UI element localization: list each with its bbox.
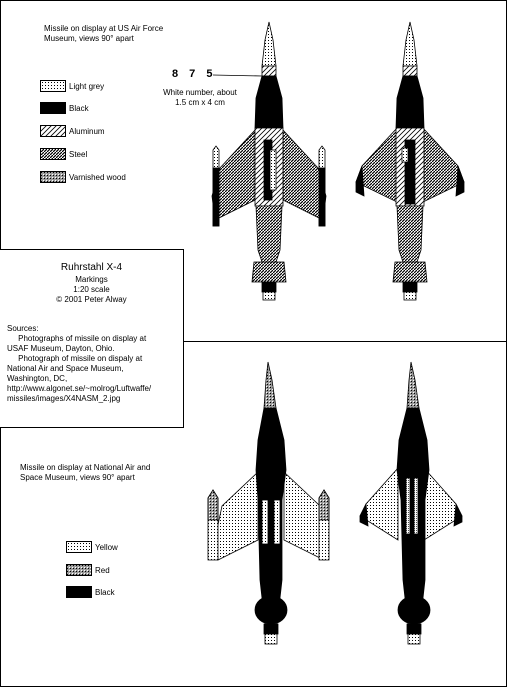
info-box: Ruhrstahl X-4 Markings 1:20 scale © 2001… (0, 249, 184, 428)
info-copyright: © 2001 Peter Alway (56, 295, 127, 304)
legend-label: Aluminum (69, 126, 105, 136)
aluminum-swatch (40, 125, 66, 137)
black-swatch (40, 102, 66, 114)
legend-item-red: Red (66, 564, 110, 576)
sources-heading: Sources: (7, 324, 39, 333)
legend-item-steel: Steel (40, 148, 87, 160)
legend-label: Yellow (95, 542, 118, 552)
black-swatch-bottom (66, 586, 92, 598)
sources-usaf: Photographs of missile on display at USA… (7, 334, 147, 353)
yellow-swatch (66, 541, 92, 553)
legend-label: Red (95, 565, 110, 575)
bottom-missile-view-1 (207, 361, 330, 645)
legend-item-yellow: Yellow (66, 541, 118, 553)
info-scale: 1:20 scale (73, 285, 110, 294)
bottom-missile-view-2 (359, 361, 463, 645)
top-missile-view-1 (211, 21, 327, 301)
varnished-wood-swatch (40, 171, 66, 183)
info-subtitle: Markings (75, 275, 108, 284)
bottom-caption: Missile on display at National Air and S… (20, 463, 151, 482)
legend-label: Varnished wood (69, 172, 126, 182)
info-title: Ruhrstahl X-4 (60, 262, 123, 273)
red-swatch (66, 564, 92, 576)
section-divider (0, 341, 506, 342)
number-pointer (212, 74, 263, 77)
legend-item-black: Black (40, 102, 89, 114)
legend-label: Steel (69, 149, 88, 159)
legend-label: Black (69, 103, 89, 113)
sources-nasm: Photograph of missile on dispaly at Nati… (7, 354, 152, 403)
light-grey-swatch (40, 80, 66, 92)
missile-number: 8 7 5 (172, 68, 217, 80)
top-caption: Missile on display at US Air Force Museu… (44, 24, 164, 43)
top-missile-view-2 (355, 21, 465, 301)
steel-swatch (40, 148, 66, 160)
legend-label: Light grey (69, 81, 105, 91)
legend-item-varnished-wood: Varnished wood (40, 171, 126, 183)
legend-item-aluminum: Aluminum (40, 125, 105, 137)
number-note: White number, about 1.5 cm x 4 cm (163, 88, 237, 107)
legend-label: Black (95, 587, 115, 597)
legend-item-black-bottom: Black (66, 586, 115, 598)
legend-item-light-grey: Light grey (40, 80, 104, 92)
